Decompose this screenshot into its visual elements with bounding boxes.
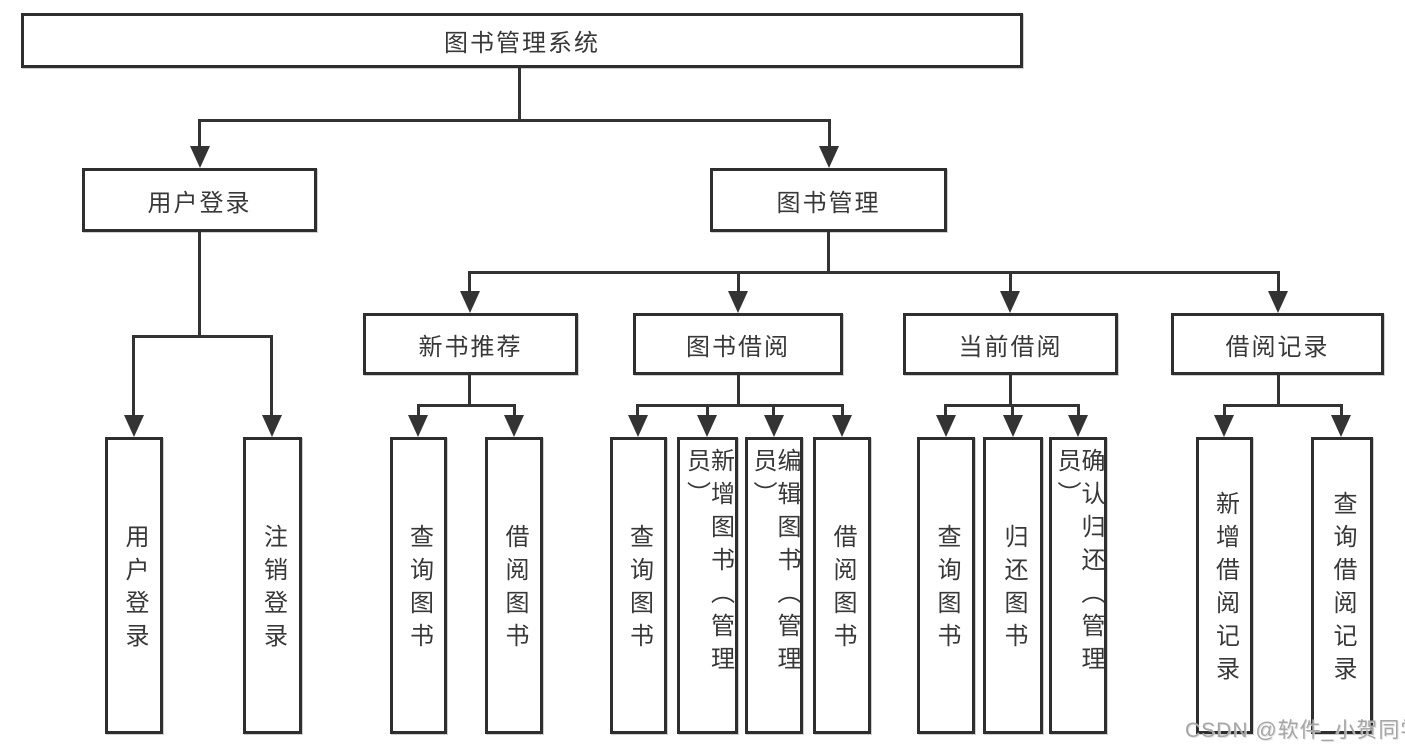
connector-line (944, 404, 947, 418)
arrow-down-icon (1000, 291, 1020, 313)
connector-line (1223, 404, 1226, 418)
arrow-down-icon (1214, 415, 1234, 437)
leaf-query-borrow-record: 查询借阅记录 (1311, 437, 1373, 734)
watermark: CSDN @软件_小贺同学 (1185, 719, 1405, 742)
leaf-logout: 注销登录 (243, 437, 302, 734)
leaf-borrow-books-recommend: 借阅图书 (485, 437, 543, 734)
arrow-down-icon (1068, 415, 1088, 437)
connector-line (706, 404, 709, 418)
arrow-down-icon (1003, 415, 1023, 437)
leaf-logout-label: 注销登录 (259, 523, 287, 656)
node-library-system-label: 图书管理系统 (444, 30, 600, 57)
connector-line (518, 68, 521, 122)
connector-line (737, 375, 740, 407)
arrow-down-icon (504, 415, 524, 437)
leaf-add-books-admin-label: 新增图书（管理员） (682, 448, 734, 679)
arrow-down-icon (832, 415, 852, 437)
node-borrow-records-label: 借阅记录 (1225, 333, 1330, 361)
leaf-query-books-borrow-label: 查询图书 (625, 523, 653, 656)
node-user-login-label: 用户登录 (147, 189, 252, 217)
connector-line (636, 404, 639, 418)
arrow-down-icon (124, 415, 144, 437)
node-book-management: 图书管理 (710, 168, 947, 232)
arrow-down-icon (936, 415, 956, 437)
connector-line (1009, 271, 1012, 294)
leaf-confirm-return-admin: 确认归还（管理员） (1049, 437, 1107, 734)
leaf-user-login-label: 用户登录 (121, 523, 148, 656)
node-user-login: 用户登录 (82, 168, 317, 232)
connector-line (1077, 404, 1080, 418)
arrow-down-icon (628, 415, 648, 437)
arrow-down-icon (697, 415, 717, 437)
arrow-down-icon (408, 415, 428, 437)
leaf-user-login: 用户登录 (105, 437, 163, 734)
connector-line (417, 404, 420, 418)
node-current-borrow: 当前借阅 (903, 313, 1118, 375)
node-library-system: 图书管理系统 (21, 13, 1023, 68)
arrow-down-icon (728, 291, 748, 313)
connector-line (827, 232, 830, 274)
connector-line (1277, 271, 1280, 294)
arrow-down-icon (764, 415, 784, 437)
leaf-add-books-admin: 新增图书（管理员） (677, 437, 738, 734)
leaf-query-books-current: 查询图书 (917, 437, 975, 734)
connector-line (468, 271, 471, 294)
node-borrow-records: 借阅记录 (1171, 313, 1384, 375)
connector-line (513, 404, 516, 418)
connector-line (1009, 375, 1012, 407)
arrow-down-icon (819, 146, 839, 168)
connector-line (1277, 375, 1280, 407)
leaf-query-books-borrow: 查询图书 (610, 437, 667, 734)
connector-line (417, 404, 516, 407)
connector-line (132, 335, 135, 417)
leaf-borrow-books-recommend-label: 借阅图书 (501, 523, 528, 656)
connector-line (841, 404, 844, 418)
node-current-borrow-label: 当前借阅 (958, 333, 1063, 361)
leaf-return-books-label: 归还图书 (1000, 523, 1027, 656)
arrow-down-icon (1331, 415, 1351, 437)
arrow-down-icon (460, 291, 480, 313)
connector-line (198, 121, 201, 149)
leaf-edit-books-admin-label: 编辑图书（管理员） (749, 448, 800, 679)
connector-line (636, 404, 844, 407)
leaf-confirm-return-admin-label: 确认归还（管理员） (1053, 448, 1104, 679)
connector-line (132, 335, 273, 338)
leaf-borrow-books-label: 借阅图书 (829, 523, 856, 656)
node-book-management-label: 图书管理 (776, 189, 881, 217)
connector-line (828, 121, 831, 149)
connector-line (270, 335, 273, 417)
node-book-borrow: 图书借阅 (633, 313, 843, 375)
leaf-return-books: 归还图书 (983, 437, 1043, 734)
connector-line (772, 404, 775, 418)
connector-line (1340, 404, 1343, 418)
connector-line (1011, 404, 1014, 418)
leaf-query-books-current-label: 查询图书 (933, 523, 960, 656)
leaf-query-books-recommend-label: 查询图书 (405, 523, 433, 656)
leaf-query-books-recommend: 查询图书 (390, 437, 447, 734)
leaf-add-borrow-record-label: 新增借阅记录 (1211, 490, 1239, 689)
connector-line (468, 271, 1280, 274)
arrow-down-icon (262, 415, 282, 437)
connector-line (198, 119, 831, 122)
connector-line (1223, 404, 1342, 407)
node-new-book-recommend-label: 新书推荐 (418, 333, 523, 361)
node-book-borrow-label: 图书借阅 (686, 333, 790, 361)
connector-line (737, 271, 740, 294)
connector-line (468, 375, 471, 407)
arrow-down-icon (1268, 291, 1288, 313)
node-new-book-recommend: 新书推荐 (363, 313, 578, 375)
leaf-query-borrow-record-label: 查询借阅记录 (1329, 490, 1356, 689)
leaf-add-borrow-record: 新增借阅记录 (1196, 437, 1253, 734)
connector-line (198, 232, 201, 338)
leaf-borrow-books: 借阅图书 (813, 437, 871, 734)
leaf-edit-books-admin: 编辑图书（管理员） (745, 437, 803, 734)
arrow-down-icon (190, 146, 210, 168)
